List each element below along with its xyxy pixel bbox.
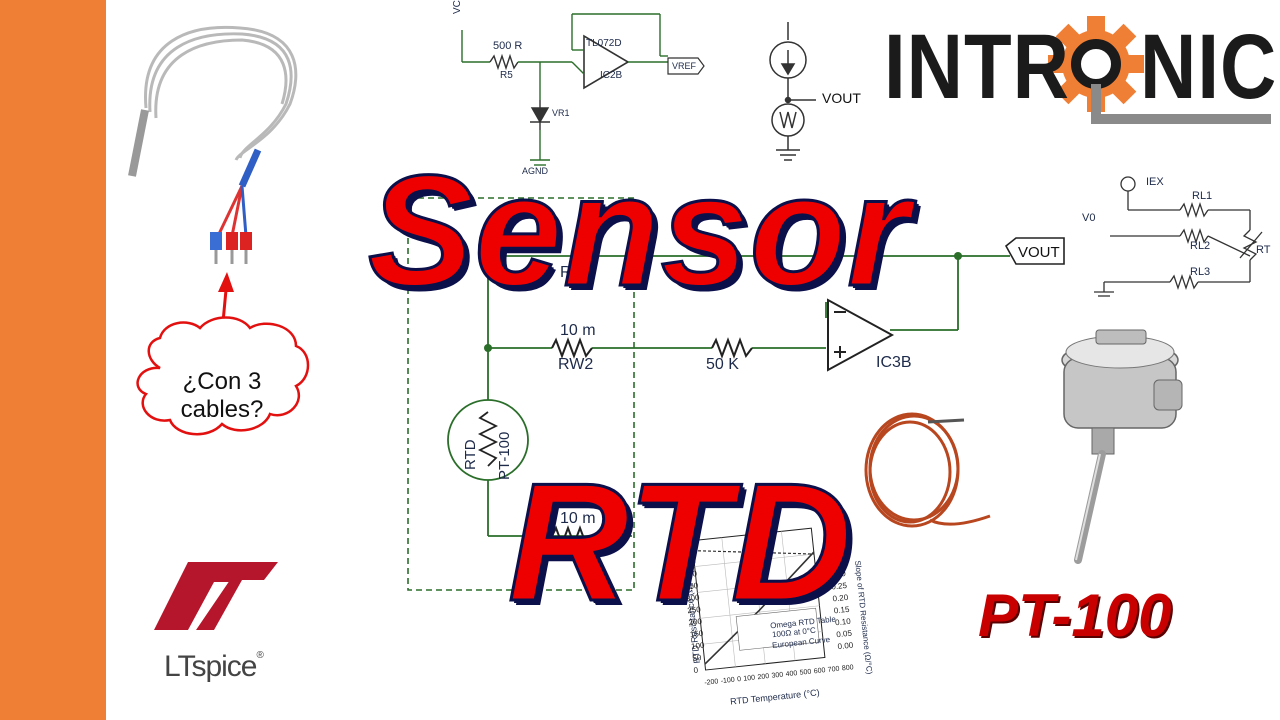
gear-icon	[1048, 16, 1271, 124]
rtd-pt100-element	[447, 399, 529, 481]
opamp-ic3b	[827, 298, 895, 372]
lead-wire-schematic	[1094, 176, 1263, 297]
vref-port	[667, 57, 705, 75]
callout-text: ¿Con 3 cables?	[180, 368, 264, 423]
r5-label: R5	[500, 70, 513, 81]
xtick: 400	[785, 670, 798, 679]
iex-label: IEX	[1146, 176, 1164, 188]
vref-label: VREF	[672, 61, 697, 71]
xtick: 200	[757, 673, 770, 682]
rw3-value-label: 10 m	[560, 510, 596, 527]
rw2-label: RW2	[558, 356, 594, 373]
current-source-schematic	[769, 22, 816, 161]
callout-cloud-bubble	[136, 316, 310, 436]
v0-label: V0	[1082, 212, 1096, 224]
brand-text-right: NIC	[1139, 14, 1278, 118]
ic3b-label: IC3B	[876, 354, 912, 371]
r50k-label: 50 K	[706, 356, 739, 373]
agnd-label: AGND	[522, 166, 549, 176]
xtick: 300	[771, 671, 784, 680]
xtick: 0	[736, 676, 742, 684]
ltspice-name: LTspice	[164, 650, 257, 683]
vout-port	[1004, 237, 1065, 265]
main-schematic	[487, 255, 1010, 537]
reference-schematic	[461, 13, 700, 166]
xtick: 600	[813, 667, 826, 676]
ltspice-logo-text: LTspice®	[164, 650, 264, 684]
ic2b-label: IC2B	[600, 70, 623, 81]
opamp-top-label: TL072D	[586, 38, 622, 49]
title-rtd: RTD	[506, 448, 854, 636]
xtick: 500	[799, 668, 812, 677]
brand-text-left: INTR	[884, 14, 1070, 118]
rt-label: RT	[1256, 244, 1271, 256]
resistor-50k	[711, 337, 753, 359]
vout-label: VOUT	[1018, 244, 1060, 261]
pt100-head-probe-image	[1061, 329, 1183, 564]
vr1-label: VR1	[552, 108, 570, 118]
sensor-model-label: PT-100	[978, 582, 1172, 649]
rl1-label: RL1	[1192, 190, 1213, 202]
red-cable-sensor-image	[864, 412, 991, 528]
ltspice-registered-mark: ®	[256, 650, 264, 661]
resistor-rw3	[551, 525, 593, 547]
resistor-rw2	[551, 337, 593, 359]
rl3-label: RL3	[1190, 266, 1211, 278]
xtick: -200	[704, 678, 719, 687]
ytick: 0	[693, 665, 699, 675]
rw2-value-label: 10 m	[560, 322, 596, 339]
braided-cable-sensor-image	[128, 25, 298, 177]
ltspice-logo-mark	[154, 562, 278, 630]
sensor-wire-leads	[210, 148, 262, 264]
vout-small-label: VOUT	[822, 90, 861, 106]
xtick: 700	[827, 665, 840, 674]
zener-vr1	[530, 100, 550, 130]
xtick: -100	[720, 676, 736, 686]
xtick: 800	[841, 664, 854, 673]
title-sensor: Sensor	[367, 143, 911, 319]
vcc-label: VCC	[452, 0, 463, 14]
r5-value-label: 500 R	[493, 40, 523, 52]
orange-side-bar	[0, 0, 106, 720]
rtd-element-label: RTD	[462, 439, 479, 470]
xtick: 100	[743, 674, 756, 683]
sensor-dashed-box	[407, 197, 635, 591]
rl2-label: RL2	[1190, 240, 1211, 252]
rtd-resistance-graph	[691, 527, 826, 671]
rw1-label: RW1	[560, 264, 596, 281]
opamp-ic2b	[571, 34, 668, 90]
